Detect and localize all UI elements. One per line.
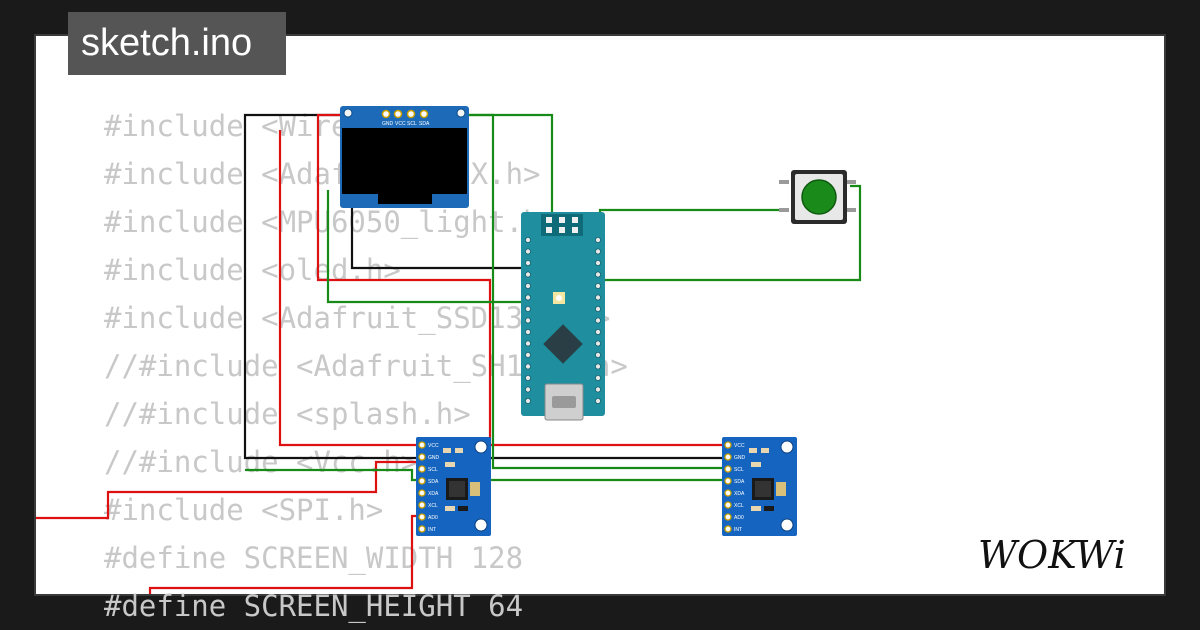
code-line: //#include <splash.h> [104, 397, 471, 431]
oled-display[interactable]: GND VCC SCL SDA [340, 106, 469, 208]
oled-pin-scl: SCL [407, 121, 417, 127]
code-line: #include <oled.h> [104, 253, 401, 287]
mpu2-pin[interactable] [724, 441, 732, 449]
oled-pin-vcc: VCC [395, 121, 406, 127]
nano-pin[interactable] [525, 386, 532, 393]
mpu2-pin-label: XCL [734, 503, 744, 509]
mpu2-pin-label: AD0 [734, 515, 744, 521]
nano-pin[interactable] [525, 259, 532, 266]
nano-pin[interactable] [595, 317, 602, 324]
nano-pin-row-left [525, 236, 532, 404]
mpu2-pin[interactable] [724, 525, 732, 533]
mpu1-pin[interactable] [418, 465, 426, 473]
nano-pin[interactable] [525, 340, 532, 347]
nano-pin[interactable] [595, 363, 602, 370]
nano-pin[interactable] [525, 294, 532, 301]
mpu1-pin[interactable] [418, 477, 426, 485]
code-line: #include <SPI.h> [104, 493, 384, 527]
mpu1-pin-label: SCL [428, 467, 438, 473]
push-button[interactable] [779, 170, 856, 224]
nano-pin[interactable] [525, 317, 532, 324]
wokwi-logo: WOKWi [978, 533, 1126, 577]
wire-red-left[interactable] [36, 460, 420, 520]
file-name-tab[interactable]: sketch.ino [68, 12, 286, 75]
nano-pin[interactable] [525, 397, 532, 404]
mpu2-pin[interactable] [724, 453, 732, 461]
mpu1-pin[interactable] [418, 525, 426, 533]
mpu1-pin-label: VCC [428, 443, 439, 449]
nano-pin[interactable] [595, 282, 602, 289]
mpu2-pin-label: INT [734, 527, 742, 533]
nano-pin[interactable] [525, 363, 532, 370]
mpu2-pin[interactable] [724, 513, 732, 521]
nano-pin[interactable] [525, 236, 532, 243]
nano-pin[interactable] [525, 282, 532, 289]
oled-screen [342, 128, 467, 194]
nano-pin[interactable] [525, 328, 532, 335]
wire-green-nano-a4[interactable] [326, 190, 603, 304]
nano-pin[interactable] [525, 351, 532, 358]
mpu1-pin[interactable] [418, 441, 426, 449]
code-line: #include <MPU6050_light.h> [104, 205, 558, 239]
nano-pin[interactable] [525, 374, 532, 381]
mpu1-pin-label: XCL [428, 503, 438, 509]
nano-pin[interactable] [595, 351, 602, 358]
mpu1-pin[interactable] [418, 489, 426, 497]
nano-pin[interactable] [595, 374, 602, 381]
arduino-nano[interactable] [521, 212, 605, 421]
nano-pin[interactable] [595, 340, 602, 347]
nano-pin[interactable] [525, 248, 532, 255]
wire-red-ad0[interactable] [148, 514, 420, 594]
code-line: //#include <Vcc.h> [104, 445, 419, 479]
mpu1-pin-label: AD0 [428, 515, 438, 521]
code-line: #define SCREEN_WIDTH 128 [104, 541, 524, 575]
wokwi-logo-text: WOKWi [978, 533, 1126, 577]
mpu2-pin-label: GND [734, 455, 746, 461]
wire-green-button-b[interactable] [596, 184, 862, 282]
nano-pin[interactable] [525, 271, 532, 278]
mpu2-pin[interactable] [724, 465, 732, 473]
wire-green-button-a[interactable] [598, 208, 780, 244]
mpu1-pin-label: XDA [428, 491, 439, 497]
mpu2-pin-label: VCC [734, 443, 745, 449]
mpu1-pin-label: SDA [428, 479, 439, 485]
mpu1-pin[interactable] [418, 453, 426, 461]
mpu2-pin[interactable] [724, 477, 732, 485]
nano-pin[interactable] [595, 259, 602, 266]
nano-pin[interactable] [595, 386, 602, 393]
wire-red-vcc-rail[interactable] [278, 130, 730, 447]
canvas-frame: #include <Wire.h>#include <Adafruit_GFX.… [34, 34, 1166, 623]
mpu1-pin[interactable] [418, 513, 426, 521]
nano-pin[interactable] [595, 328, 602, 335]
mpu1-pin[interactable] [418, 501, 426, 509]
nano-pin[interactable] [595, 305, 602, 312]
mpu1-pin-label: GND [428, 455, 440, 461]
nano-pin[interactable] [595, 236, 602, 243]
wire-green-rail[interactable] [245, 468, 730, 482]
code-background: #include <Wire.h>#include <Adafruit_GFX.… [104, 102, 628, 630]
code-line: #define SCREEN_HEIGHT 64 [104, 589, 524, 623]
nano-pin[interactable] [525, 305, 532, 312]
nano-pin[interactable] [595, 294, 602, 301]
mpu2-pin-label: XDA [734, 491, 745, 497]
button-cap[interactable] [801, 179, 837, 215]
nano-pin[interactable] [595, 271, 602, 278]
oled-pin-gnd: GND [382, 121, 394, 127]
nano-pin[interactable] [595, 248, 602, 255]
nano-pin[interactable] [595, 397, 602, 404]
oled-pin-sda: SDA [419, 121, 430, 127]
mpu1-pin-label: INT [428, 527, 436, 533]
nano-pin-row-right [595, 236, 602, 404]
mpu2-pin-label: SCL [734, 467, 744, 473]
mpu2-pin[interactable] [724, 501, 732, 509]
mpu2-pin[interactable] [724, 489, 732, 497]
mpu2-pin-label: SDA [734, 479, 745, 485]
